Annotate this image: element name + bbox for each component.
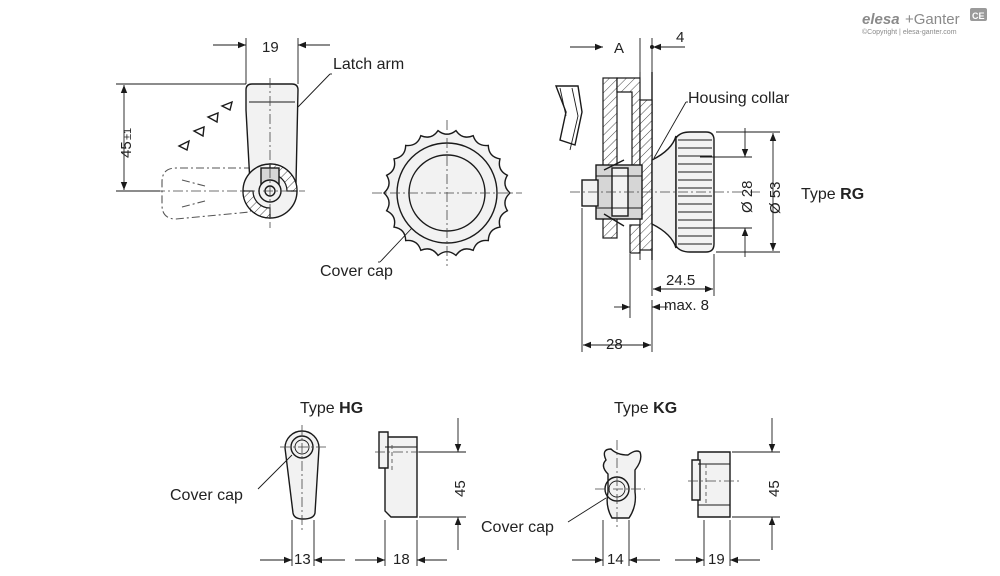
dim-length-28: 28 bbox=[606, 336, 623, 353]
type-kg-views: Type KG Cover cap 14 19 45 bbox=[481, 400, 783, 568]
dim-dia-outer: Ø 53 bbox=[767, 181, 784, 214]
section-mark-a: A bbox=[614, 40, 624, 57]
dim-kg-width-side: 19 bbox=[708, 551, 725, 568]
dim-dia-inner: Ø 28 bbox=[739, 180, 756, 213]
dim-hg-height: 45 bbox=[452, 480, 469, 497]
ce-badge-icon bbox=[970, 8, 987, 21]
dim-max-8: max. 8 bbox=[664, 297, 709, 314]
dim-kg-height: 45 bbox=[766, 480, 783, 497]
knob-ribs bbox=[678, 139, 712, 245]
label-cover-cap-kg: Cover cap bbox=[481, 519, 554, 536]
type-rg-label: Type RG bbox=[801, 186, 864, 203]
dim-height-tolerance: ±1 bbox=[122, 128, 134, 140]
label-latch-arm: Latch arm bbox=[333, 56, 404, 73]
brand-name-ganter: +Ganter bbox=[905, 11, 960, 28]
type-hg-views: Type HG Cover cap 13 18 45 bbox=[170, 400, 469, 568]
label-housing-collar: Housing collar bbox=[688, 90, 790, 107]
latch-arm-front-view: 19 45 ±1 Latch arm bbox=[116, 38, 404, 228]
copyright-text: ©Copyright | elesa-ganter.com bbox=[862, 28, 957, 36]
label-cover-cap: Cover cap bbox=[320, 263, 393, 280]
rotation-arrows-icon bbox=[177, 100, 234, 152]
dim-length-24-5: 24.5 bbox=[666, 272, 695, 289]
dim-top-width: 19 bbox=[262, 39, 279, 56]
cover-cap-view: Cover cap bbox=[320, 120, 522, 280]
dim-offset: 4 bbox=[676, 29, 684, 46]
ce-badge-text: CE bbox=[972, 11, 985, 21]
dim-height-main: 45 bbox=[118, 141, 135, 158]
brand-logo: elesa +Ganter ©Copyright | elesa-ganter.… bbox=[862, 8, 987, 36]
dim-kg-width-front: 14 bbox=[607, 551, 624, 568]
brand-name-elesa: elesa bbox=[862, 11, 900, 28]
label-cover-cap-hg: Cover cap bbox=[170, 487, 243, 504]
dim-hg-width-side: 18 bbox=[393, 551, 410, 568]
type-hg-label: Type HG bbox=[300, 400, 363, 417]
section-view-rg: A 4 Housing collar Ø 28 Ø 53 Type RG 24.… bbox=[554, 29, 864, 353]
type-kg-label: Type KG bbox=[614, 400, 677, 417]
dim-hg-width-front: 13 bbox=[294, 551, 311, 568]
